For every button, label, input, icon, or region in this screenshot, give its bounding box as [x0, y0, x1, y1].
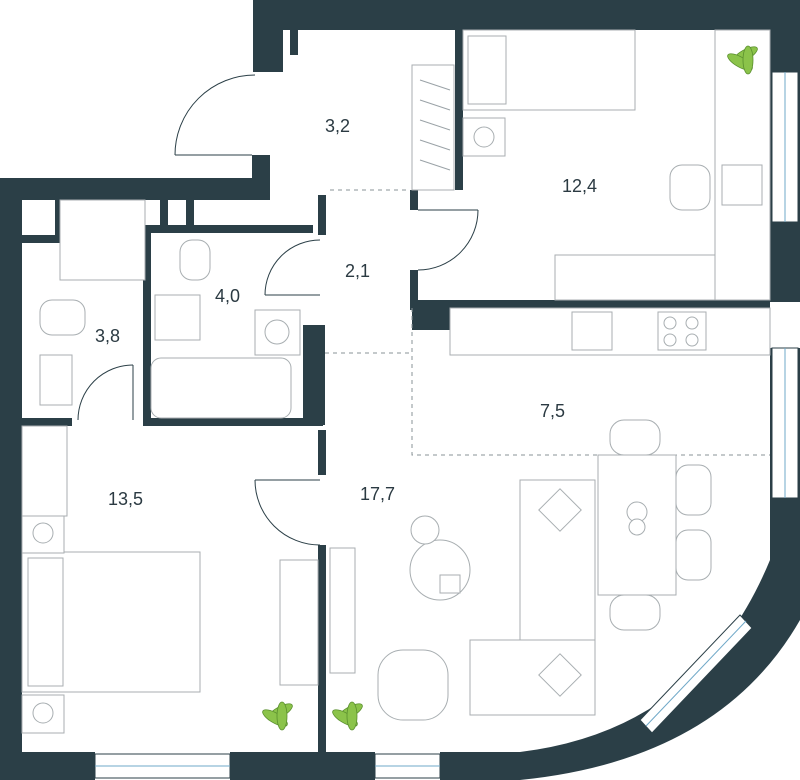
- area-label-corridor: 2,1: [345, 261, 370, 281]
- windows: [94, 71, 799, 779]
- area-labels: 3,2 12,4 2,1 4,0 3,8 7,5 13,5 17,7: [95, 116, 597, 509]
- area-label-bedroom-left: 13,5: [108, 489, 143, 509]
- plant-icon: [262, 701, 293, 731]
- area-label-hall-upper: 3,2: [325, 116, 350, 136]
- area-label-kitchen: 7,5: [540, 401, 565, 421]
- area-label-living: 17,7: [360, 484, 395, 504]
- plant-icon: [727, 45, 758, 75]
- area-label-bathroom: 4,0: [215, 286, 240, 306]
- plant-icon: [332, 701, 363, 731]
- area-label-bedroom-right: 12,4: [562, 176, 597, 196]
- furniture: [21, 29, 771, 734]
- doors: [77, 74, 479, 546]
- area-label-wc: 3,8: [95, 326, 120, 346]
